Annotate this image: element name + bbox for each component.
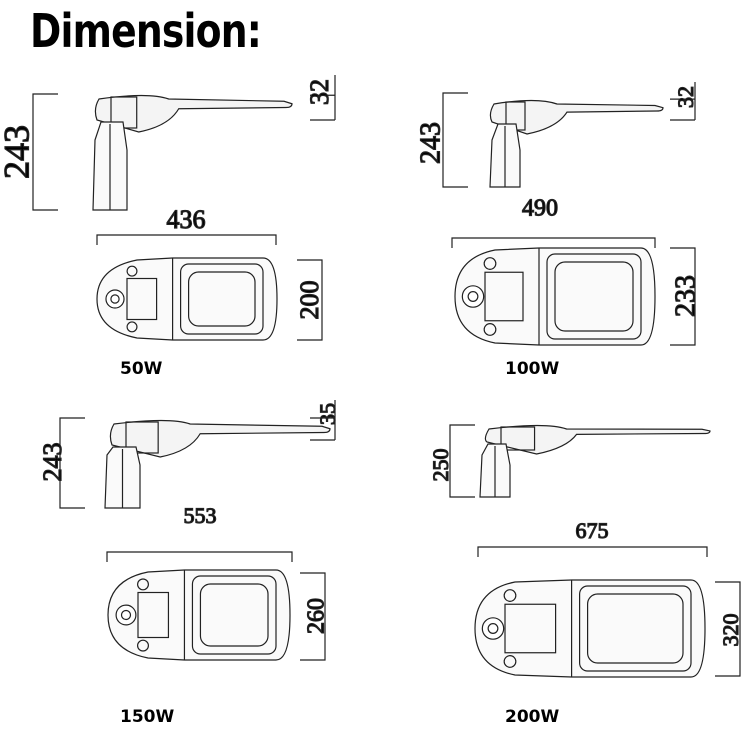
- width-dimension-line: [300, 572, 326, 661]
- height-dimension-line: [59, 417, 85, 509]
- connector-icon: [105, 289, 125, 309]
- width-dimension-label: 260: [304, 598, 330, 634]
- wattage-label: 50W: [120, 359, 163, 379]
- side-view: [489, 99, 664, 188]
- thickness-dimension-line: [670, 82, 696, 121]
- height-dimension-line: [449, 424, 475, 498]
- width-dimension-line: [670, 247, 696, 346]
- top-view: [454, 247, 656, 346]
- page-title: Dimension:: [30, 4, 262, 58]
- length-dimension-label: 553: [184, 503, 217, 528]
- model-panel-150w: 243 35 553 260 150W: [37, 400, 341, 727]
- length-dimension-line: [477, 546, 708, 557]
- width-dimension-label: 200: [295, 281, 324, 320]
- wattage-label: 150W: [120, 707, 174, 727]
- length-dimension-label: 490: [522, 196, 558, 222]
- height-dimension-label: 243: [38, 443, 67, 482]
- side-view: [104, 419, 331, 509]
- length-dimension-label: 436: [167, 205, 206, 234]
- wattage-label: 100W: [505, 359, 559, 379]
- side-view: [92, 94, 293, 211]
- connector-icon: [481, 617, 505, 640]
- thickness-dimension-label: 32: [673, 86, 698, 108]
- height-dimension-label: 243: [415, 122, 446, 164]
- connector-icon: [461, 285, 485, 308]
- height-dimension-label: 250: [428, 449, 453, 482]
- height-dimension-line: [32, 93, 58, 211]
- height-dimension-line: [442, 92, 468, 188]
- width-dimension-line: [297, 259, 323, 341]
- model-panel-100w: 243 32 490 233 100W: [415, 82, 702, 379]
- thickness-dimension-line: [310, 400, 336, 441]
- top-view: [474, 579, 706, 678]
- top-view: [107, 569, 291, 661]
- connector-icon: [115, 604, 137, 626]
- model-panel-200w: 250 675 320 200W: [427, 424, 744, 727]
- length-dimension-line: [451, 237, 656, 248]
- width-dimension-label: 233: [670, 275, 701, 317]
- width-dimension-line: [715, 581, 741, 677]
- side-view: [479, 424, 711, 498]
- wattage-label: 200W: [505, 707, 559, 727]
- height-dimension-label: 243: [0, 125, 36, 179]
- width-dimension-label: 320: [718, 614, 743, 647]
- thickness-dimension-label: 32: [305, 79, 334, 105]
- model-panel-50w: 243 32 436 200 50W: [0, 75, 336, 379]
- top-view: [96, 257, 278, 341]
- length-dimension-line: [106, 551, 293, 562]
- length-dimension-line: [96, 234, 277, 245]
- thickness-dimension-line: [310, 75, 336, 121]
- length-dimension-label: 675: [576, 518, 609, 543]
- thickness-dimension-label: 35: [315, 403, 340, 425]
